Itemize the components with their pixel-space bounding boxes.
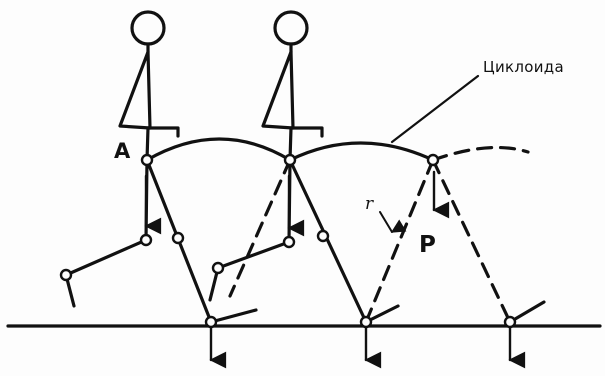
- p-foot: [508, 300, 546, 324]
- point-p-label: P: [419, 232, 436, 258]
- walker-2-hand: [291, 126, 324, 138]
- walker-figure-2: [208, 10, 400, 369]
- joint-hip-2: [283, 153, 297, 167]
- joint-knee-2-swing: [282, 235, 296, 249]
- walker-2-dashed-leg: [228, 158, 292, 298]
- cycloid-leader-line: [390, 74, 480, 144]
- cycloid-arch-2: [288, 141, 435, 162]
- walker-figure-1: [64, 10, 258, 369]
- walker-2-stance-leg: [288, 158, 368, 324]
- joint-knee-1-swing: [139, 233, 153, 247]
- walker-2-torso-arm: [261, 50, 295, 130]
- joint-foot-2: [359, 315, 373, 329]
- point-a-label: A: [114, 139, 131, 163]
- cycloid-label: Циклоида: [483, 58, 564, 76]
- radius-label: r: [365, 194, 374, 214]
- radius-dashed-line: [364, 158, 435, 324]
- joint-ankle-1-swing: [59, 268, 73, 282]
- p-dashed-leg: [431, 158, 512, 324]
- walker-1-foot: [209, 308, 258, 324]
- joint-knee-2-stance: [316, 229, 330, 243]
- joint-foot-1: [204, 315, 218, 329]
- joint-ankle-2-swing: [211, 261, 225, 275]
- walker-2-swing-leg: [208, 158, 292, 302]
- walker-1-torso-arm: [118, 50, 152, 130]
- joint-a-hip-1: [140, 153, 154, 167]
- walker-2-head: [273, 10, 309, 46]
- cycloid-arch-1: [145, 137, 292, 162]
- point-p-group: [431, 158, 546, 369]
- joint-foot-3: [503, 315, 517, 329]
- joint-p: [426, 153, 440, 167]
- radius-pointer: [379, 211, 407, 233]
- walker-1-head: [130, 10, 166, 46]
- joint-knee-1-stance: [171, 231, 185, 245]
- walker-1-swing-leg: [64, 158, 149, 308]
- walker-1-hand: [148, 126, 180, 138]
- cycloid-arch-3-dashed: [431, 145, 530, 162]
